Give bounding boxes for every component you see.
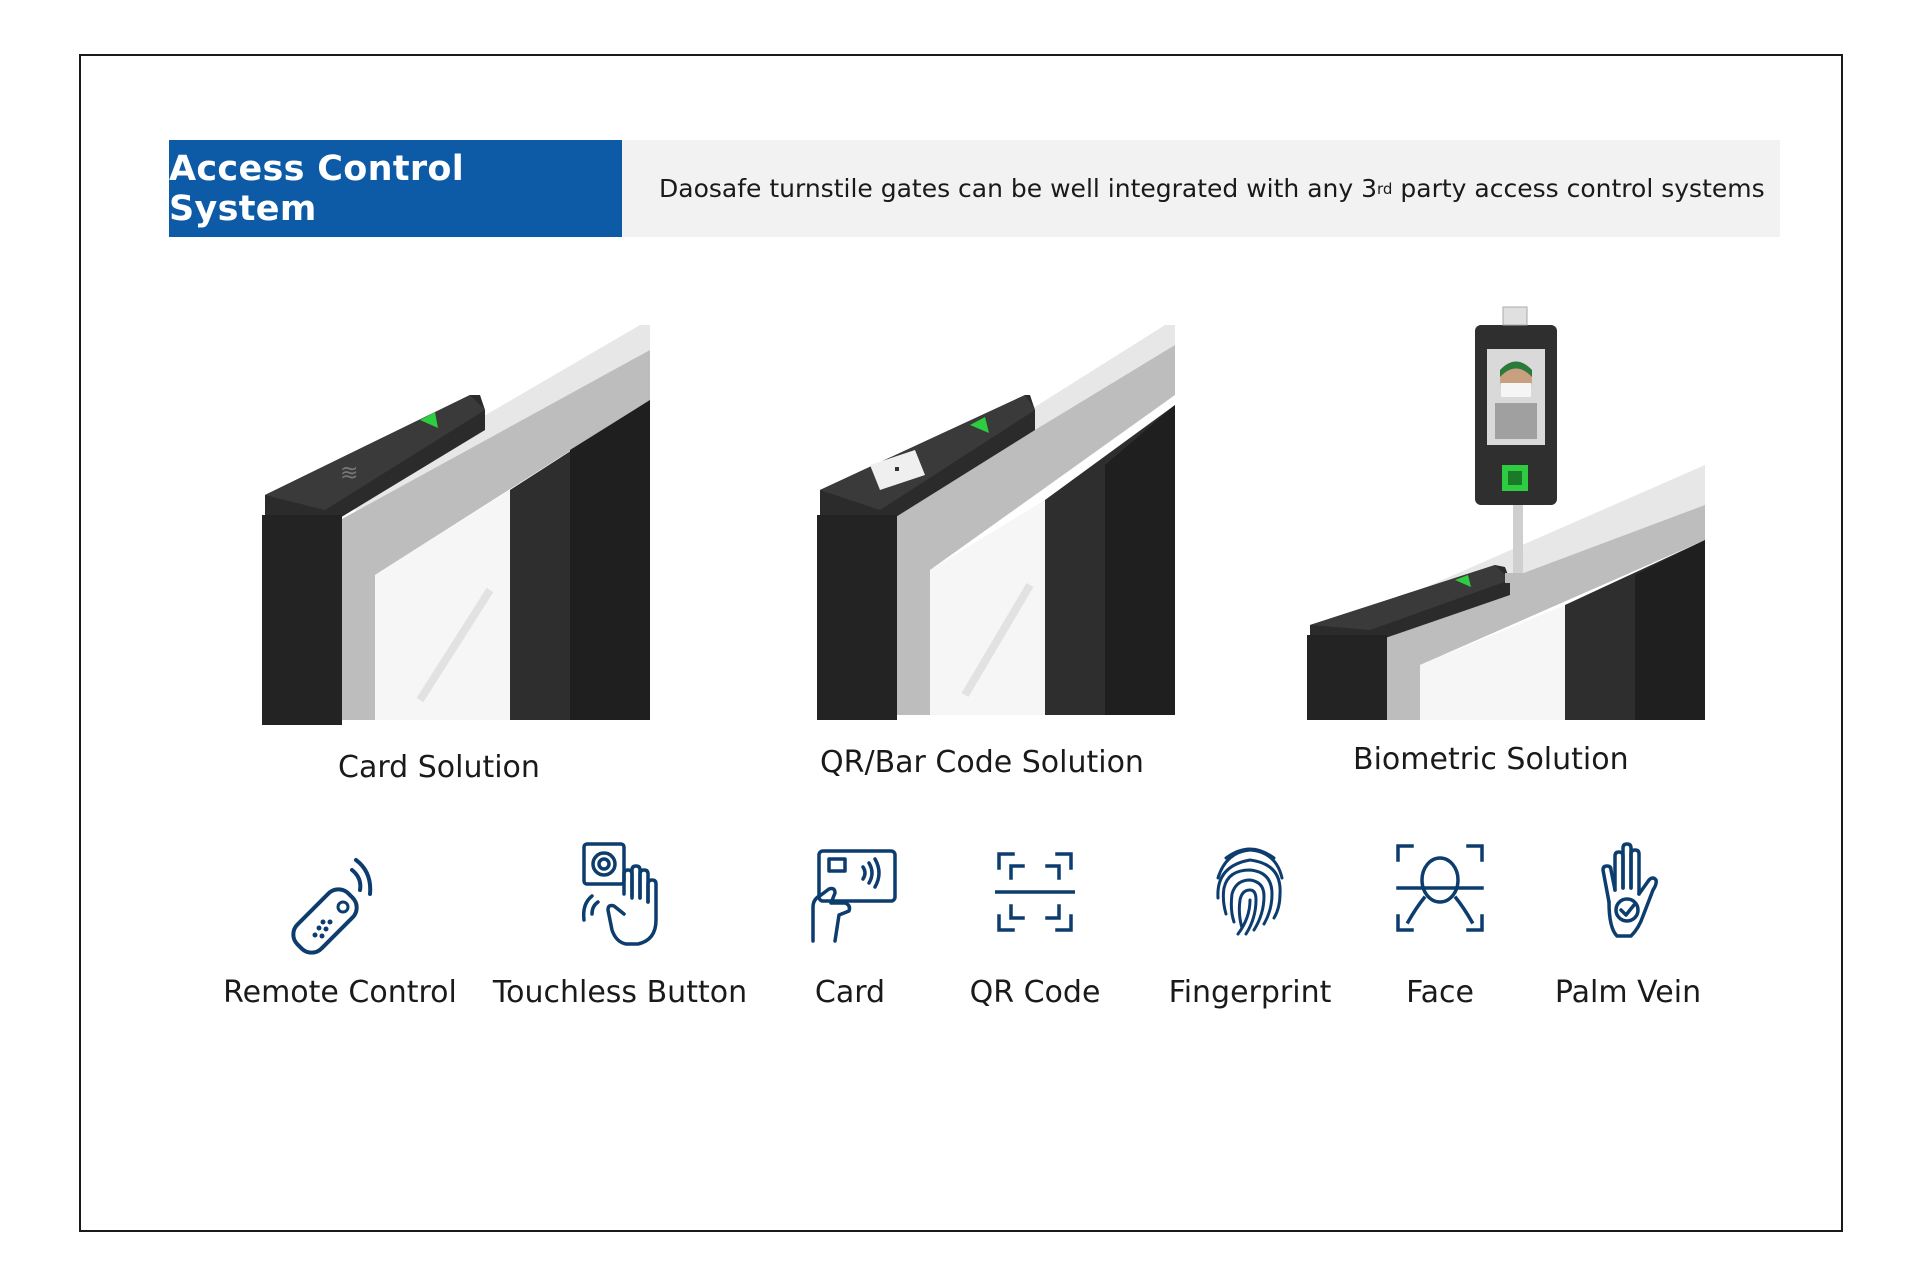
header-bar: Access Control System Daosafe turnstile … bbox=[169, 140, 1780, 237]
card-label: Card bbox=[814, 975, 886, 1010]
qr-solution-image: QR/Bar Code Solution bbox=[815, 315, 1185, 780]
header-description: Daosafe turnstile gates can be well inte… bbox=[659, 174, 1765, 203]
palm-vein-label: Palm Vein bbox=[1554, 975, 1702, 1010]
fingerprint-label: Fingerprint bbox=[1168, 975, 1332, 1010]
title-box: Access Control System bbox=[169, 140, 622, 237]
description-text: Daosafe turnstile gates can be well inte… bbox=[659, 174, 1378, 203]
biometric-solution-caption: Biometric Solution bbox=[1353, 742, 1629, 777]
remote-control-icon bbox=[291, 858, 373, 955]
biometric-solution-image: Biometric Solution bbox=[1305, 305, 1710, 777]
qr-solution-caption: QR/Bar Code Solution bbox=[820, 745, 1144, 780]
page-frame bbox=[79, 54, 1843, 1232]
svg-text:≋: ≋ bbox=[340, 461, 358, 486]
remote-control-label: Remote Control bbox=[223, 975, 457, 1010]
face-label: Face bbox=[1406, 975, 1474, 1010]
description-text-end: party access control systems bbox=[1392, 174, 1765, 203]
qr-code-icon bbox=[995, 852, 1075, 932]
card-solution-image: ≋ Card Solution bbox=[260, 320, 660, 785]
fingerprint-icon bbox=[1216, 847, 1284, 936]
touchless-button-label: Touchless Button bbox=[492, 975, 748, 1010]
card-solution-caption: Card Solution bbox=[338, 750, 540, 785]
face-icon bbox=[1396, 844, 1484, 932]
qr-code-label: QR Code bbox=[969, 975, 1101, 1010]
card-icon bbox=[811, 849, 897, 943]
palm-vein-icon bbox=[1601, 842, 1658, 938]
touchless-button-icon bbox=[581, 842, 658, 946]
page-title: Access Control System bbox=[169, 148, 465, 229]
